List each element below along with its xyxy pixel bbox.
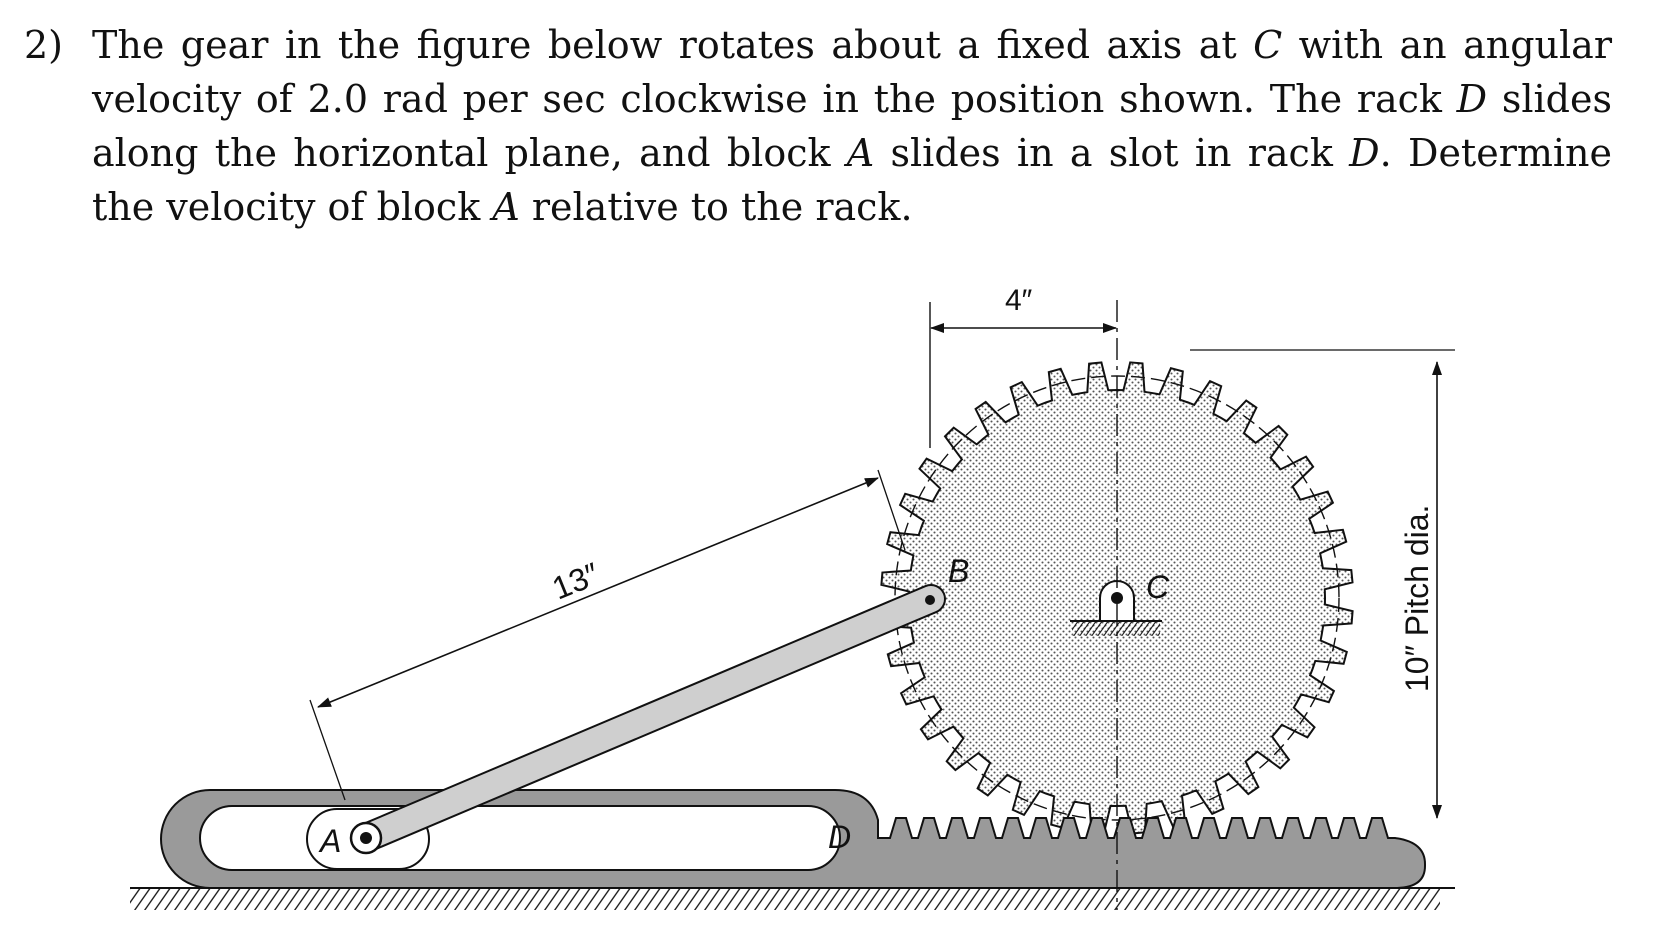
label-c: C <box>1146 569 1170 605</box>
problem-text-segment: . Determine the velocity of block <box>92 131 1613 229</box>
problem-text: The gear in the figure below rotates abo… <box>92 18 1612 234</box>
ground-hatch <box>130 887 1455 910</box>
problem-text-segment: slides along the horizontal plane, and b… <box>92 77 1612 175</box>
dim-label-4in: 4″ <box>1005 284 1033 317</box>
problem-text-segment: relative to the rack. <box>519 185 913 229</box>
problem-text-segment: D <box>1456 77 1488 121</box>
problem-text-segment: D <box>1349 131 1380 175</box>
problem-number: 2) <box>24 23 64 67</box>
problem-text-segment: slides in a slot in rack <box>874 131 1350 175</box>
dimension-pitch-diameter: 10″ Pitch dia. <box>1190 349 1455 819</box>
problem-text-segment: C <box>1253 23 1283 67</box>
label-d: D <box>828 819 851 855</box>
label-a: A <box>318 823 341 859</box>
problem-text-segment: A <box>492 185 520 229</box>
problem-text-segment: A <box>846 131 875 175</box>
dim-label-pitch: 10″ Pitch dia. <box>1399 505 1435 692</box>
problem-text-segment: with an angular velocity of 2.0 rad per … <box>92 23 1612 121</box>
rack-slot <box>199 805 841 871</box>
pin-b <box>925 595 935 605</box>
label-b: B <box>948 553 969 589</box>
problem-text-segment: The gear in the figure below rotates abo… <box>92 23 1254 67</box>
pivot-c-support <box>1070 580 1162 636</box>
dim-label-13in: 13″ <box>547 556 604 607</box>
dimension-4in: 4″ <box>929 284 1117 448</box>
